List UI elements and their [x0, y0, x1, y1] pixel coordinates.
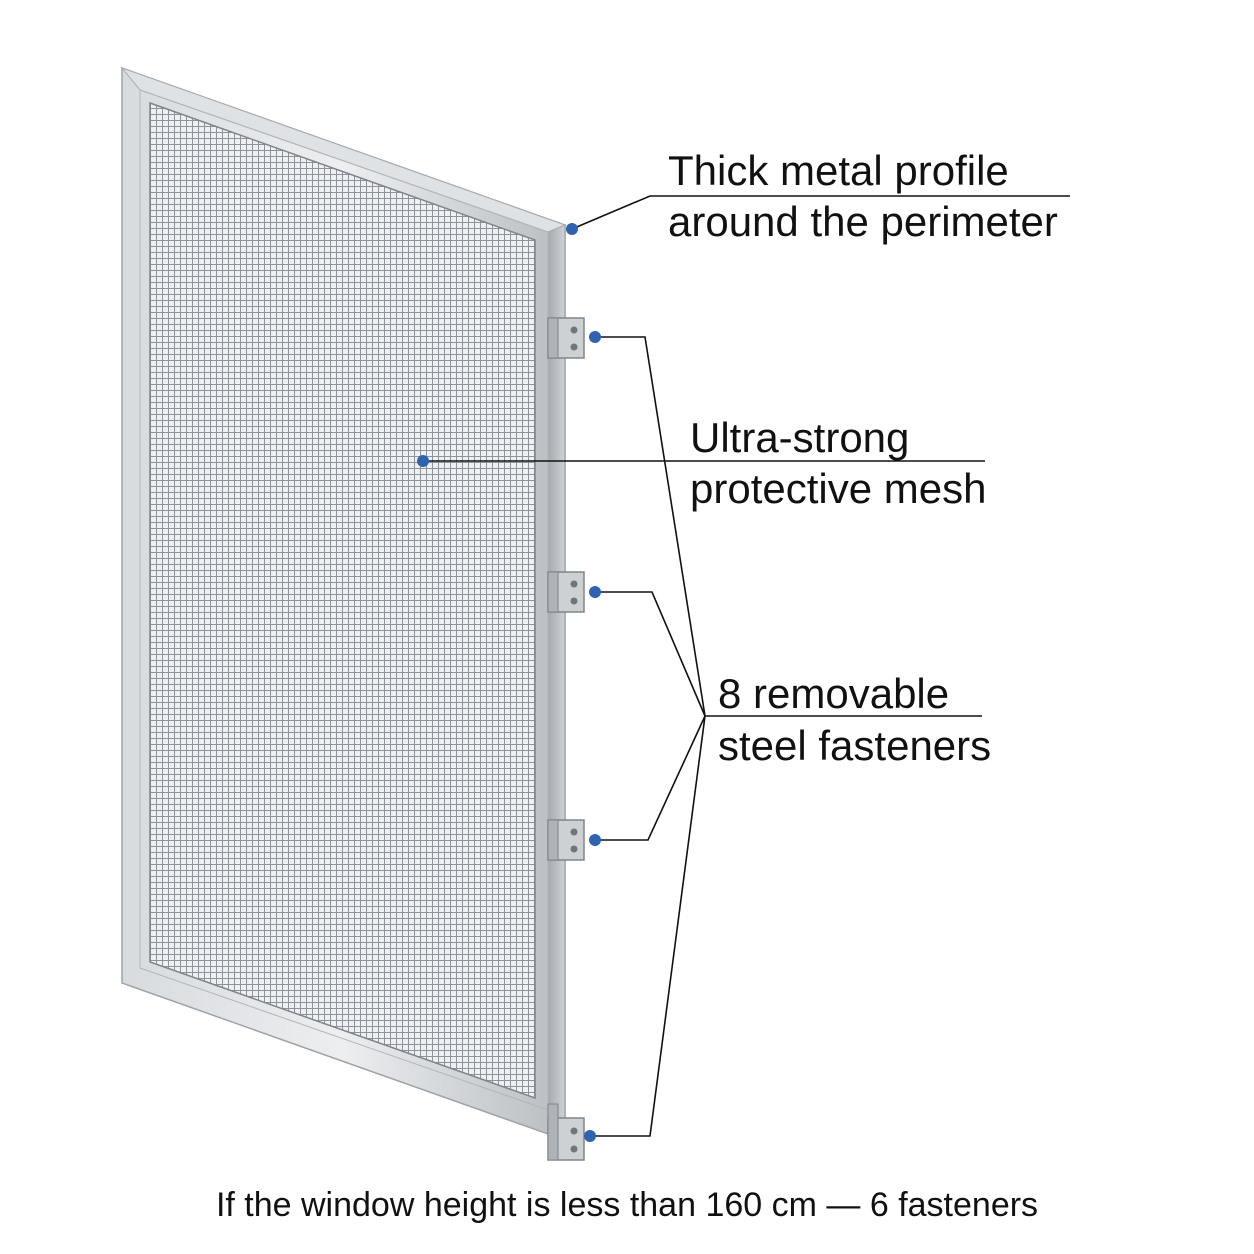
fastener-bracket-4 [547, 1103, 585, 1161]
leader-fastener-3 [595, 715, 706, 841]
callout-fasteners-line1: 8 removable [718, 670, 949, 717]
marker-dot-fastener-4 [584, 1130, 596, 1142]
fastener-bracket-3 [547, 819, 585, 861]
footnote: If the window height is less than 160 cm… [216, 1186, 1038, 1224]
leader-profile [571, 195, 1070, 230]
leader-fastener-2 [595, 591, 706, 717]
callout-fasteners-line2: steel fasteners [718, 722, 991, 769]
leader-fastener-4 [590, 715, 706, 1137]
callout-mesh-line1: Ultra-strong [690, 414, 909, 461]
frame-side-depth [547, 224, 566, 1147]
leader-fastener-1 [595, 336, 706, 717]
marker-dot-fastener-3 [589, 834, 601, 846]
fastener-bracket-1 [547, 317, 585, 359]
protective-mesh [149, 101, 536, 1100]
callout-mesh: Ultra-strong protective mesh [690, 414, 986, 512]
marker-dot-profile [566, 223, 578, 235]
leader-lines [423, 195, 1070, 1137]
marker-dot-fastener-1 [589, 331, 601, 343]
marker-dot-mesh [417, 455, 429, 467]
callout-profile: Thick metal profile around the perimeter [668, 147, 1058, 245]
callout-profile-line1: Thick metal profile [668, 147, 1009, 194]
callout-mesh-line2: protective mesh [690, 465, 986, 512]
fasteners [547, 317, 585, 1161]
marker-dot-fastener-2 [589, 586, 601, 598]
marker-dots [417, 223, 601, 1142]
fastener-bracket-2 [547, 571, 585, 613]
metal-frame [120, 66, 567, 1147]
callout-fasteners: 8 removable steel fasteners [718, 670, 991, 769]
callout-profile-line2: around the perimeter [668, 198, 1058, 245]
